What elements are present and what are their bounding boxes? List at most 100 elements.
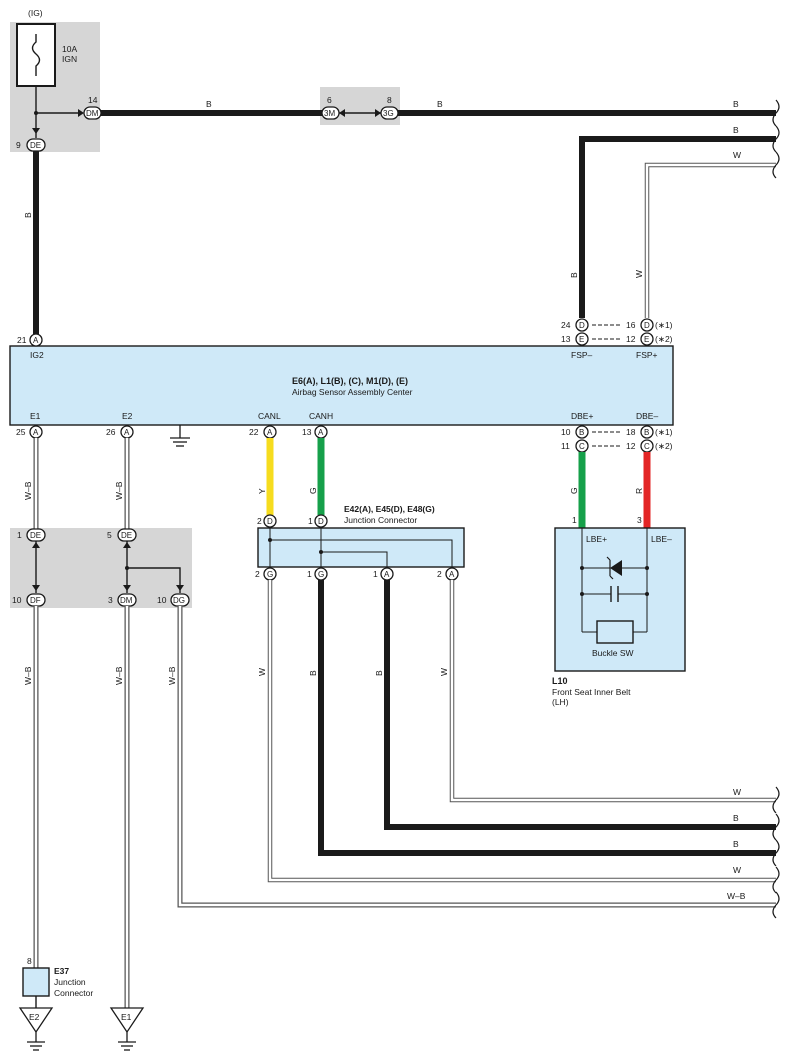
diagram-label: E <box>644 335 649 344</box>
diagram-label: R <box>634 488 644 494</box>
diagram-label: DBE+ <box>571 411 593 421</box>
arrow-icon <box>123 542 131 548</box>
wire-segment <box>645 163 776 318</box>
diagram-label: W <box>634 270 644 278</box>
diagram-label: W–B <box>23 481 33 500</box>
diagram-label: W–B <box>114 481 124 500</box>
diagram-label: E2 <box>122 411 133 421</box>
diagram-label: 25 <box>16 427 26 437</box>
diagram-label: 24 <box>561 320 571 330</box>
diagram-label: B <box>437 99 443 109</box>
diagram-label: B <box>733 839 739 849</box>
diagram-label: 3 <box>637 515 642 525</box>
diagram-label: DE <box>30 141 41 150</box>
arrow-icon <box>176 585 184 591</box>
diagram-label: 1 <box>307 569 312 579</box>
diagram-label: B <box>644 428 649 437</box>
ground-e1-icon: E1 <box>109 1007 145 1051</box>
diagram-label: W <box>733 150 741 160</box>
belt-code: L10 <box>552 676 568 686</box>
diagram-label: 2 <box>255 569 260 579</box>
wire-segment <box>268 580 776 882</box>
airbag-ecu <box>9 345 674 426</box>
diagram-label: B <box>374 670 384 676</box>
diagram-label: E1 <box>30 411 41 421</box>
diagram-label: C <box>579 442 585 451</box>
diagram-label: E <box>579 335 584 344</box>
diagram-label: E42(A), E45(D), E48(G) <box>344 504 435 514</box>
fuse-box <box>16 23 56 87</box>
diagram-label: B <box>206 99 212 109</box>
diagram-label: 8 <box>27 956 32 966</box>
diagram-label: FSP– <box>571 350 593 360</box>
diagram-label: 8 <box>387 95 392 105</box>
diagram-label: 5 <box>107 530 112 540</box>
diagram-label: 14 <box>88 95 98 105</box>
diagram-label: DE <box>121 531 132 540</box>
diagram-label: 1 <box>373 569 378 579</box>
diagram-label: Buckle SW <box>592 648 634 658</box>
wire-segment <box>772 839 780 867</box>
diagram-label: 13 <box>302 427 312 437</box>
junction-connector <box>257 527 465 568</box>
diagram-label: Junction <box>54 977 86 987</box>
diagram-label: (∗1) <box>655 320 673 330</box>
fuse-group-label: (IG) <box>28 8 43 18</box>
diagram-label: B <box>569 272 579 278</box>
diagram-label: G <box>318 570 324 579</box>
diagram-label: W <box>733 787 741 797</box>
diagram-label: 1 <box>17 530 22 540</box>
diagram-label: 21 <box>17 335 27 345</box>
diagram-label: W–B <box>727 891 746 901</box>
diagram-label: 10 <box>561 427 571 437</box>
diagram-label: 26 <box>106 427 116 437</box>
diagram-label: A <box>318 428 324 437</box>
diagram-label: E37 <box>54 966 69 976</box>
diagram-label: G <box>569 487 579 494</box>
arrow-icon <box>123 585 131 591</box>
diagram-label: 6 <box>327 95 332 105</box>
fuse-name: IGN <box>62 54 77 64</box>
e37-junction-connector <box>22 967 50 997</box>
ecu-subtitle: Airbag Sensor Assembly Center <box>292 387 413 397</box>
diagram-label: DM <box>120 596 133 605</box>
connector-pin <box>640 425 654 439</box>
belt-name: Front Seat Inner Belt <box>552 687 631 697</box>
ecu-title: E6(A), L1(B), (C), M1(D), (E) <box>292 376 408 386</box>
diagram-label: 18 <box>626 427 636 437</box>
diagram-label: A <box>124 428 130 437</box>
connector-pin <box>640 332 654 346</box>
diagram-label: CANL <box>258 411 281 421</box>
diagram-label: 1 <box>308 516 313 526</box>
diagram-label: B <box>308 670 318 676</box>
wire-segment <box>772 866 780 894</box>
wire-w-fsp-plus <box>644 162 776 318</box>
diagram-label: 3G <box>383 109 394 118</box>
wire-segment <box>178 606 776 907</box>
wire-segment <box>127 567 181 593</box>
wire-b-fsp-minus <box>579 136 776 318</box>
wire-segment <box>772 125 780 153</box>
diagram-label: DG <box>173 596 185 605</box>
diagram-label: LBE– <box>651 534 672 544</box>
diagram-label: E2 <box>29 1012 40 1022</box>
diagram-label: B <box>579 428 584 437</box>
diagram-label: 2 <box>437 569 442 579</box>
diagram-label: W–B <box>23 666 33 685</box>
wire-break-marks <box>772 99 780 919</box>
diagram-label: W–B <box>114 666 124 685</box>
diagram-label: 12 <box>626 334 636 344</box>
diagram-label: A <box>449 570 455 579</box>
diagram-label: Y <box>257 488 267 494</box>
connector-pin <box>575 425 589 439</box>
diagram-label: Connector <box>54 988 93 998</box>
arrow-icon <box>109 1007 145 1034</box>
diagram-label: W–B <box>167 666 177 685</box>
diagram-label: B <box>733 125 739 135</box>
diagram-label: 12 <box>626 441 636 451</box>
diagram-label: W <box>733 865 741 875</box>
diagram-label: W <box>439 668 449 676</box>
diagram-label: FSP+ <box>636 350 658 360</box>
diagram-label: 10 <box>12 595 22 605</box>
